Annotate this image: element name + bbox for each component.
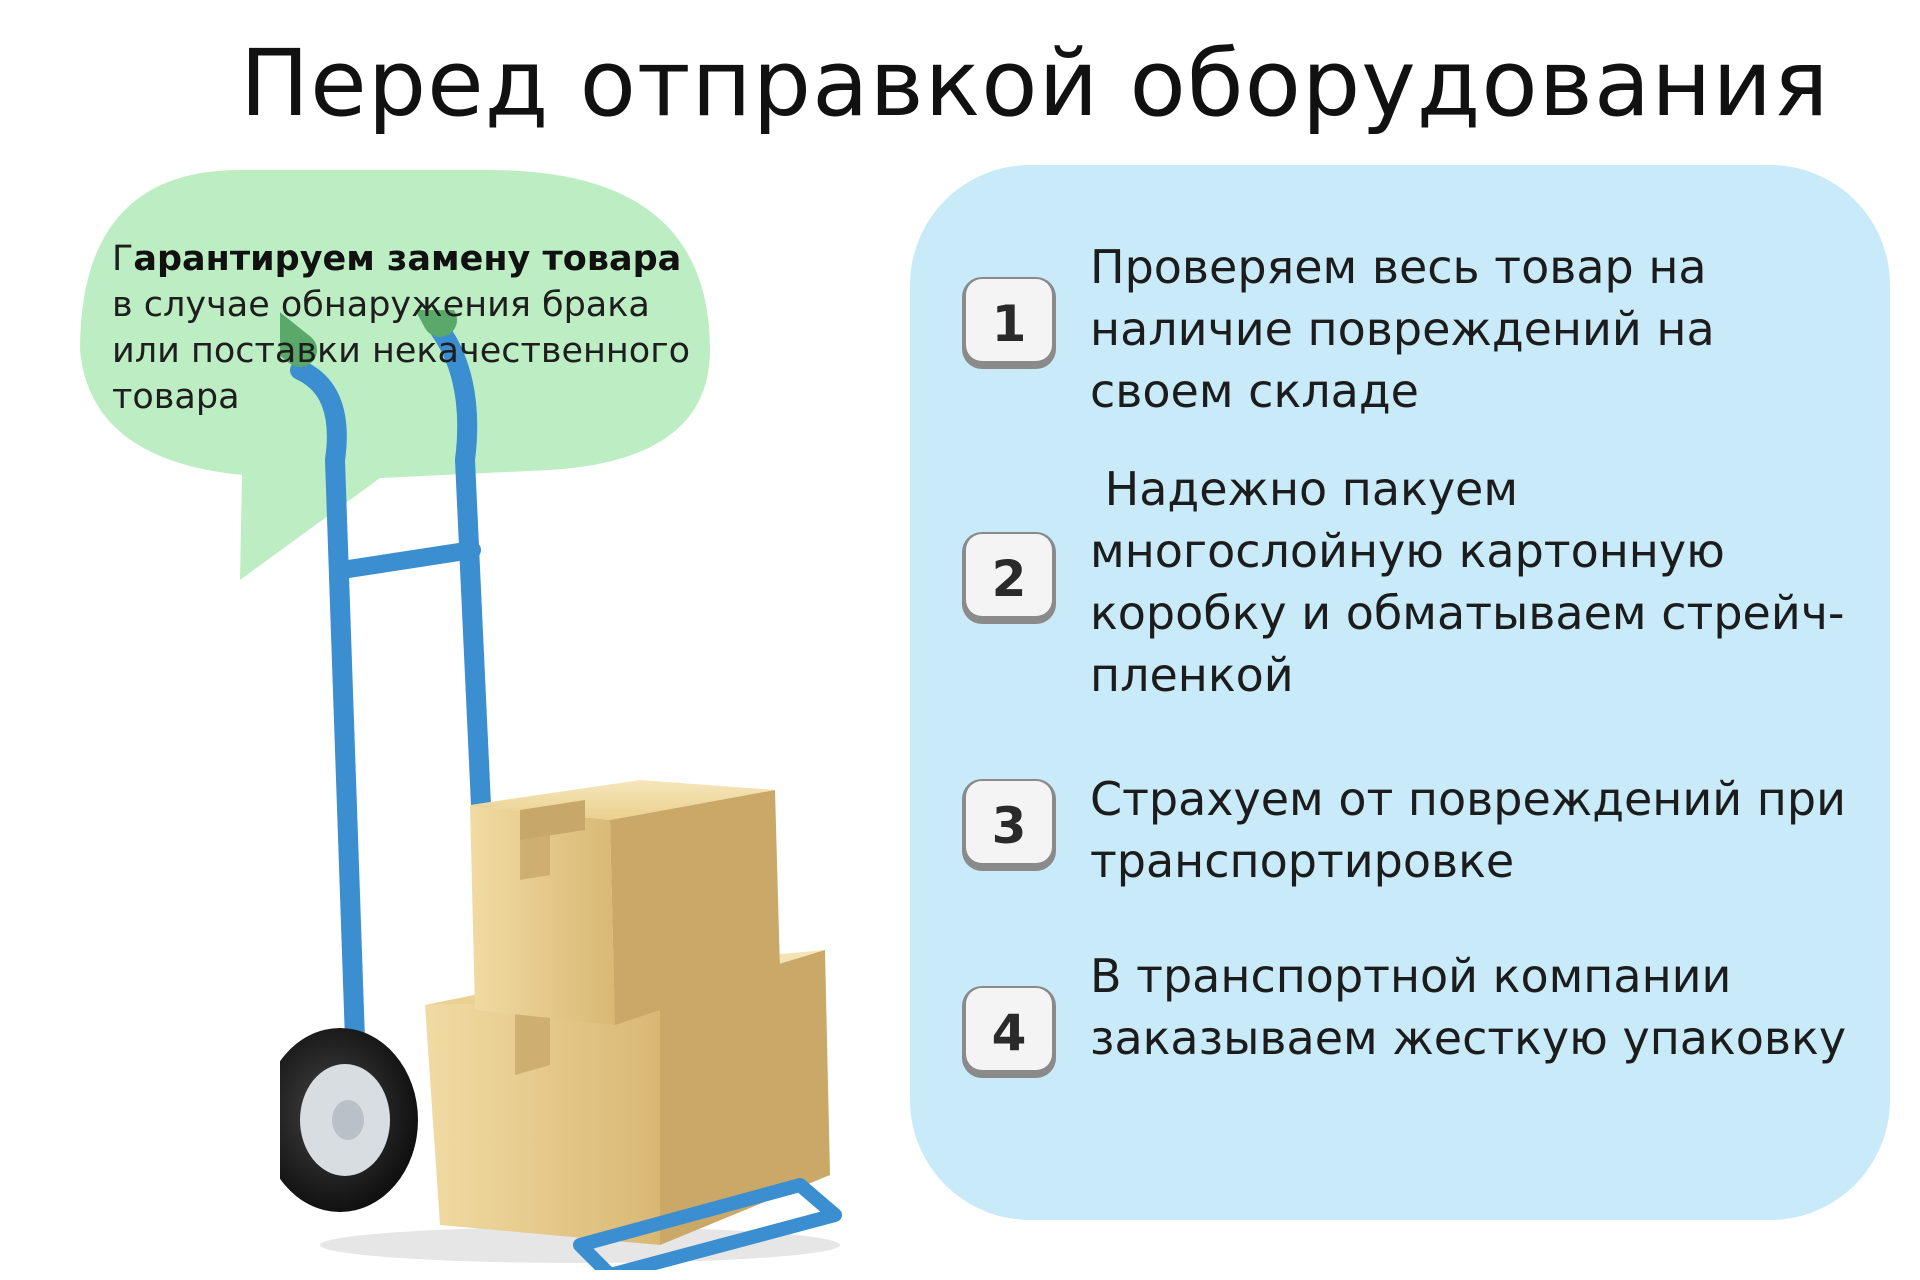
number-key-icon: 3 [962,779,1056,871]
guarantee-rest: в случае обнаружения брака или поставки … [112,285,690,417]
steps-panel [910,165,1890,1220]
step-text: Надежно пакуем многослойную картонную ко… [1090,462,1845,702]
guarantee-text: Гарантируем замену товара в случае обнар… [112,236,702,420]
guarantee-bold-phrase: арантируем замену товара [133,239,682,279]
number-key-icon: 4 [962,986,1056,1078]
step-text: В транспортной компании заказываем жестк… [1090,949,1847,1065]
step-text: Страхуем от повреждений при транспортиро… [1090,772,1846,888]
number-key-icon: 2 [962,532,1056,624]
hand-truck-with-boxes-illustration [280,310,842,1270]
key-number: 4 [992,1004,1027,1062]
page-title: Перед отправкой оборудования [240,30,1830,137]
step-text: Проверяем весь товар на наличие поврежде… [1090,240,1715,418]
number-key-icon: 1 [962,277,1056,369]
speech-bubble [80,170,710,580]
guarantee-first-letter: Г [112,239,134,279]
key-number: 3 [992,797,1027,855]
key-number: 2 [992,550,1027,608]
key-number: 1 [992,295,1027,353]
